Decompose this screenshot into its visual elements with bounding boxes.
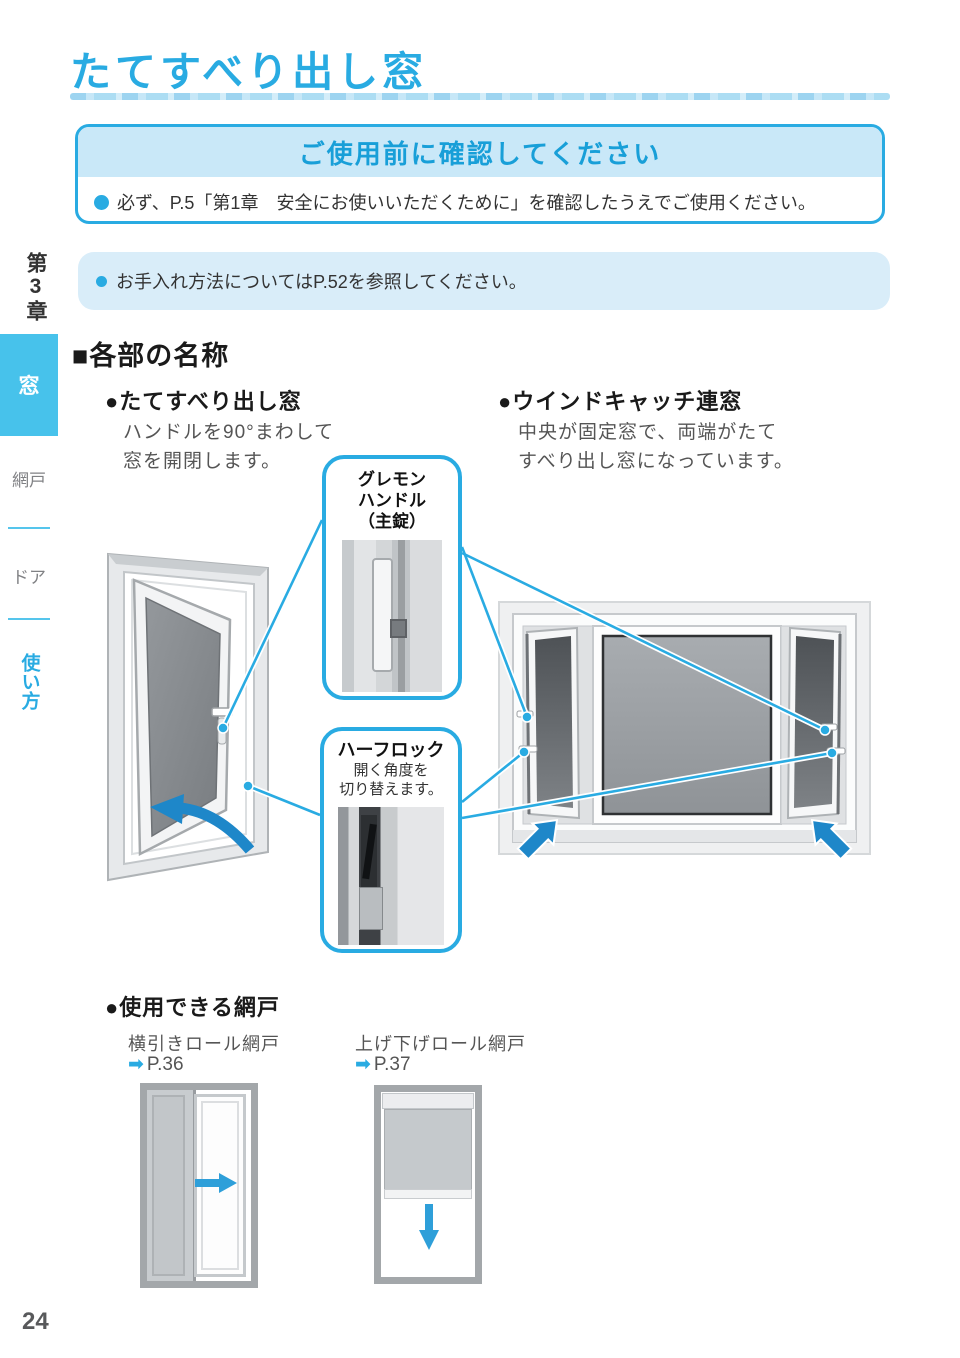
- casement-desc-line2: 窓を開閉します。: [123, 451, 282, 472]
- section-heading: ■各部の名称: [72, 334, 229, 373]
- swing-arrow-shaft: [179, 802, 255, 854]
- sidebar-divider: [8, 527, 50, 529]
- windcatch-window-illustration: [497, 596, 872, 866]
- sidebar-item-door: ドア: [12, 568, 46, 587]
- center-fixed-glass: [601, 634, 773, 816]
- wind-arrow-right-icon: [810, 818, 853, 861]
- subsection-windcatch: ●ウインドキャッチ連窓: [498, 384, 742, 416]
- handle-lever: [372, 558, 393, 672]
- left-half-lock: [518, 745, 538, 753]
- screen-item-2-page: P.37: [373, 1053, 411, 1075]
- sidebar-tab-window: 窓: [0, 334, 58, 436]
- gremon-title-line3: （主錠）: [358, 512, 426, 531]
- windcatch-window-svg: [498, 601, 871, 861]
- screen-item-1-page: P.36: [146, 1053, 184, 1075]
- window-sill: [513, 830, 856, 842]
- usable-screens-title: 使用できる網戸: [119, 995, 280, 1020]
- care-note-box: お手入れ方法についてはP.52を参照してください。: [78, 252, 890, 310]
- frame-edge: [398, 540, 405, 692]
- wind-arrow-left-icon: [516, 818, 559, 861]
- left-sash-glass: [535, 636, 573, 808]
- halflock-title: ハーフロック: [337, 740, 445, 760]
- callout-half-lock: ハーフロック 開く角度を 切り替えます。: [320, 727, 462, 953]
- sliding-roll-screen-photo: [140, 1083, 258, 1288]
- care-note-text: お手入れ方法についてはP.52を参照してください。: [116, 272, 527, 292]
- screen-item-2-name: 上げ下げロール網戸: [355, 1034, 526, 1054]
- left-sash-gap: [525, 633, 531, 815]
- right-sash-glass: [794, 636, 834, 808]
- page-ref-arrow-icon: ➡: [128, 1054, 144, 1075]
- screen-bottom-bar: [384, 1189, 472, 1199]
- screen-mesh-panel: [147, 1090, 196, 1281]
- gremon-title-line2: ハンドル: [358, 491, 426, 510]
- screen-mesh-inner: [152, 1095, 185, 1276]
- bullet-icon: ●: [105, 389, 120, 414]
- bullet-icon: ●: [105, 995, 120, 1020]
- lock-plate: [359, 887, 384, 931]
- callout-gremon-handle: グレモン ハンドル （主錠）: [322, 455, 462, 700]
- windcatch-desc-line2: すべり出し窓になっています。: [518, 451, 794, 472]
- subsection-usable-screens: ●使用できる網戸: [105, 990, 280, 1022]
- window-handle: [211, 707, 233, 717]
- bullet-dot-icon: [94, 194, 109, 210]
- gremon-handle-photo: [342, 540, 442, 692]
- title-brush-underline: [70, 93, 890, 100]
- bullet-icon: ●: [498, 389, 513, 414]
- screen-item-2-ref: ➡ P.37: [355, 1053, 411, 1076]
- frame-rebate: [131, 578, 247, 856]
- roller-bar: [382, 1093, 474, 1109]
- screen-item-1-ref: ➡ P.36: [128, 1053, 184, 1076]
- confirm-box-text: 必ず、P.5「第1章 安全にお使いいただくために」を確認したうえでご使用ください…: [117, 193, 816, 213]
- halflock-desc-line1: 開く角度を: [353, 762, 429, 779]
- pull-down-arrow-icon: [419, 1204, 439, 1250]
- subsection-casement-title: たてすべり出し窓: [119, 389, 302, 414]
- screen-mesh-panel: [384, 1109, 472, 1191]
- right-sash-gap: [836, 633, 842, 815]
- page-number: 24: [22, 1308, 49, 1335]
- handle-lever: [217, 717, 227, 745]
- casement-window-svg: [107, 552, 269, 882]
- casement-window-illustration: [100, 548, 275, 888]
- page-title: たてすべり出し窓: [70, 49, 428, 95]
- page-ref-arrow-icon: ➡: [355, 1054, 371, 1075]
- confirm-before-use-box: ご使用前に確認してください 必ず、P.5「第1章 安全にお使いいただくために」を…: [75, 124, 885, 224]
- confirm-box-body: 必ず、P.5「第1章 安全にお使いいただくために」を確認したうえでご使用ください…: [78, 177, 882, 215]
- gremon-title-line1: グレモン: [358, 470, 426, 489]
- sidebar-chapter-label: 第3章: [24, 252, 47, 323]
- section-marker-icon: ■: [72, 341, 90, 371]
- sidebar-item-usage: 使い方: [0, 638, 58, 724]
- right-windcatch-lock: [820, 723, 838, 731]
- vertical-roll-screen-photo: [374, 1085, 482, 1284]
- casement-desc-line1: ハンドルを90°まわして: [123, 422, 335, 443]
- confirm-box-header: ご使用前に確認してください: [78, 127, 882, 177]
- bullet-dot-icon: [96, 275, 107, 287]
- sidebar-divider: [8, 618, 50, 620]
- halflock-desc-line2: 切り替えます。: [339, 781, 443, 798]
- section-title: 各部の名称: [89, 341, 230, 371]
- screen-item-1-name: 横引きロール網戸: [128, 1034, 280, 1054]
- sidebar-item-screen: 網戸: [12, 471, 46, 490]
- windcatch-desc-line1: 中央が固定窓で、両端がたて: [518, 422, 778, 443]
- slide-right-arrow-icon: [195, 1173, 237, 1193]
- lock-keeper: [390, 619, 407, 639]
- sash-glass: [145, 596, 221, 838]
- sidebar-tab-window-label: 窓: [18, 375, 40, 398]
- swing-arrow-head-icon: [150, 794, 184, 824]
- right-half-lock: [826, 747, 846, 755]
- half-lock-photo: [338, 807, 444, 945]
- left-windcatch-lock: [516, 710, 534, 718]
- sidebar-item-usage-label: 使い方: [18, 652, 40, 710]
- subsection-casement-window: ●たてすべり出し窓: [105, 384, 302, 416]
- subsection-windcatch-title: ウインドキャッチ連窓: [512, 389, 743, 414]
